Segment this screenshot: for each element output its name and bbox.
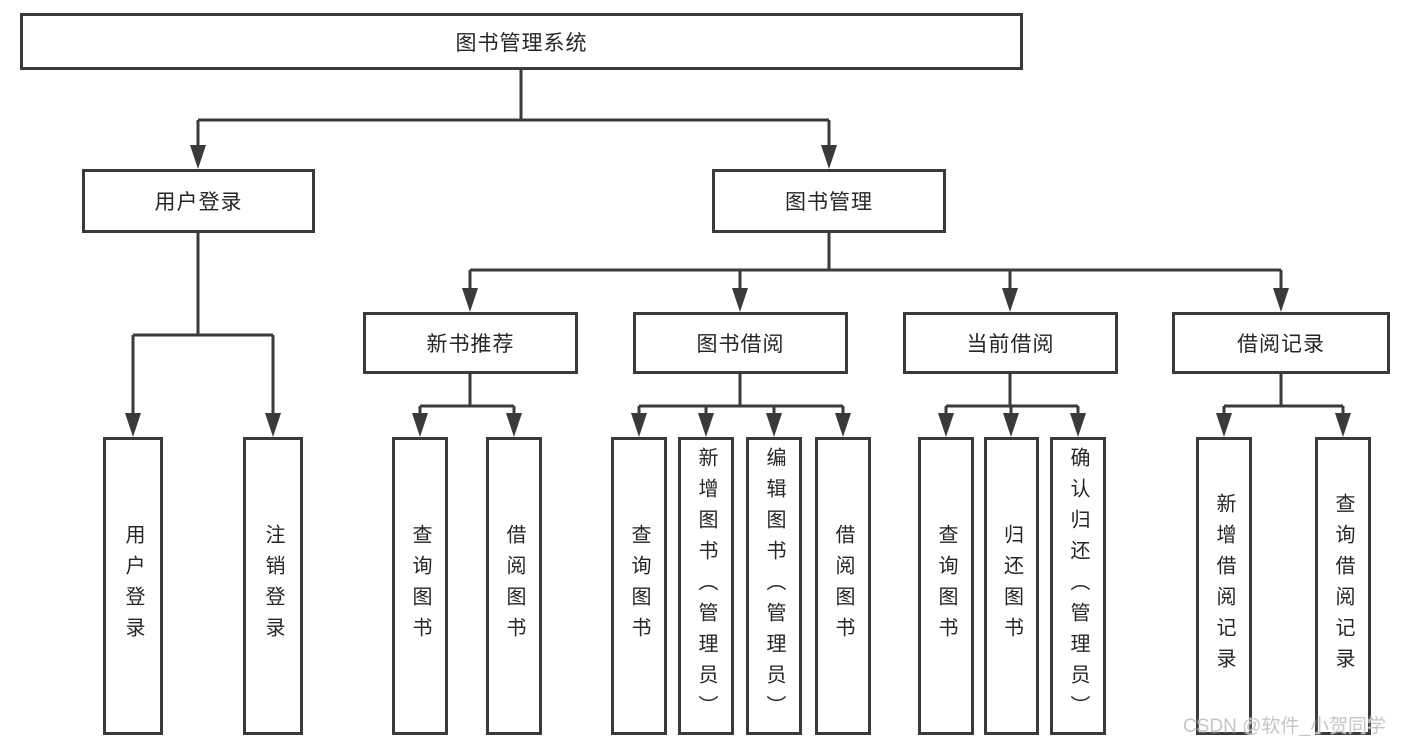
- leaf-add-books-admin-label: 新增图书（管理员）: [695, 446, 717, 726]
- node-book-management: 图书管理: [712, 169, 946, 233]
- leaf-add-borrow-record-label: 新增借阅记录: [1213, 493, 1235, 679]
- leaf-return-books: 归还图书: [984, 437, 1039, 735]
- node-new-book-recommend: 新书推荐: [363, 312, 578, 374]
- leaf-query-books-current-label: 查询图书: [935, 524, 957, 648]
- arrowheads: [125, 145, 1351, 437]
- leaf-logout: 注销登录: [243, 437, 303, 735]
- node-book-borrowing-label: 图书借阅: [696, 333, 785, 356]
- leaf-return-books-label: 归还图书: [1000, 524, 1023, 648]
- leaf-user-login-label: 用户登录: [122, 524, 144, 648]
- node-root-label: 图书管理系统: [455, 31, 588, 55]
- node-new-book-recommend-label: 新书推荐: [426, 333, 515, 356]
- leaf-query-borrow-record: 查询借阅记录: [1315, 437, 1371, 735]
- leaf-query-borrow-record-label: 查询借阅记录: [1332, 493, 1354, 679]
- node-root: 图书管理系统: [20, 13, 1023, 70]
- node-book-borrowing: 图书借阅: [633, 312, 848, 374]
- node-book-management-label: 图书管理: [785, 191, 873, 214]
- leaf-edit-books-admin-label: 编辑图书（管理员）: [763, 446, 785, 726]
- node-current-borrowing-label: 当前借阅: [966, 333, 1055, 356]
- leaf-add-books-admin: 新增图书（管理员）: [678, 437, 734, 735]
- leaf-confirm-return-admin-label: 确认归还（管理员）: [1067, 446, 1089, 726]
- leaf-logout-label: 注销登录: [262, 524, 284, 648]
- leaf-borrow-books: 借阅图书: [815, 437, 871, 735]
- leaf-borrow-books-recommend: 借阅图书: [486, 437, 542, 735]
- leaf-borrow-books-recommend-label: 借阅图书: [503, 524, 525, 648]
- csdn-watermark: CSDN @软件_小贺同学: [1183, 716, 1386, 737]
- leaf-borrow-books-label: 借阅图书: [832, 524, 854, 648]
- node-user-login-label: 用户登录: [154, 191, 243, 214]
- node-borrow-records: 借阅记录: [1172, 312, 1390, 374]
- leaf-query-books-borrowing: 查询图书: [611, 437, 667, 735]
- leaf-query-books-current: 查询图书: [918, 437, 974, 735]
- leaf-user-login: 用户登录: [103, 437, 163, 735]
- leaf-query-books-recommend-label: 查询图书: [409, 524, 431, 648]
- node-borrow-records-label: 借阅记录: [1237, 333, 1325, 356]
- node-user-login: 用户登录: [82, 169, 315, 233]
- leaf-query-books-recommend: 查询图书: [392, 437, 448, 735]
- leaf-add-borrow-record: 新增借阅记录: [1196, 437, 1252, 735]
- leaf-edit-books-admin: 编辑图书（管理员）: [746, 437, 802, 735]
- leaf-confirm-return-admin: 确认归还（管理员）: [1050, 437, 1106, 735]
- leaf-query-books-borrowing-label: 查询图书: [628, 524, 650, 648]
- node-current-borrowing: 当前借阅: [903, 312, 1118, 374]
